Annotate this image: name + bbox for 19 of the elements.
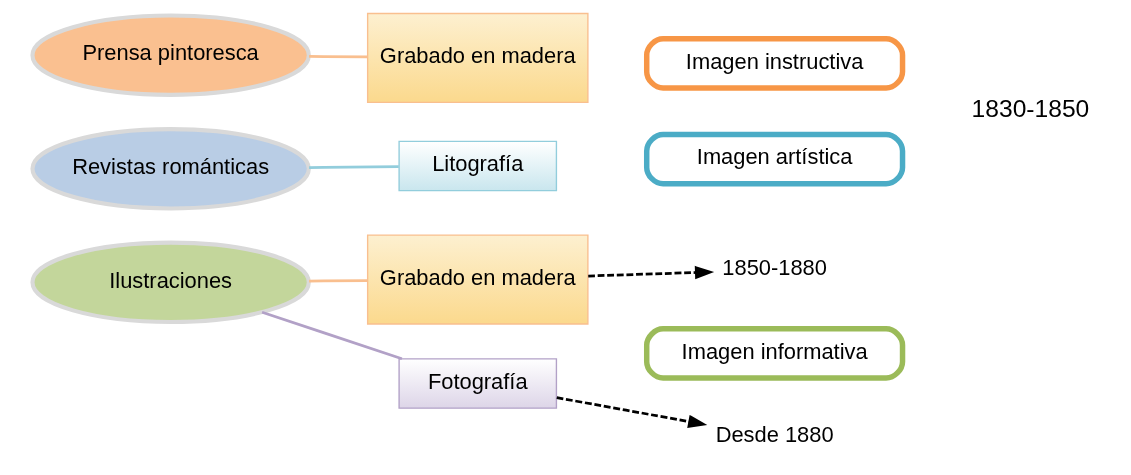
connector <box>308 279 367 283</box>
node-text: Desde 1880 <box>715 422 834 448</box>
node-ellipse: Prensa pintoresca <box>29 13 311 97</box>
connector <box>308 55 367 59</box>
connector <box>261 310 402 361</box>
node-text: 1850-1880 <box>721 255 827 281</box>
node-box: Grabado en madera <box>366 234 589 325</box>
connector <box>308 165 399 169</box>
arrow <box>587 265 714 280</box>
node-ellipse: Revistas románticas <box>29 127 311 211</box>
node-box: Imagen instructiva <box>643 36 905 91</box>
label: 1830-1850 <box>971 95 1089 123</box>
node-box: Fotografía <box>397 358 557 409</box>
node-box: Litografía <box>397 140 557 192</box>
node-ellipse: Ilustraciones <box>29 240 311 325</box>
node-box: Grabado en madera <box>366 12 589 104</box>
node-box: Imagen artística <box>643 131 905 187</box>
node-box: Imagen informativa <box>643 326 905 381</box>
arrow <box>556 396 707 429</box>
